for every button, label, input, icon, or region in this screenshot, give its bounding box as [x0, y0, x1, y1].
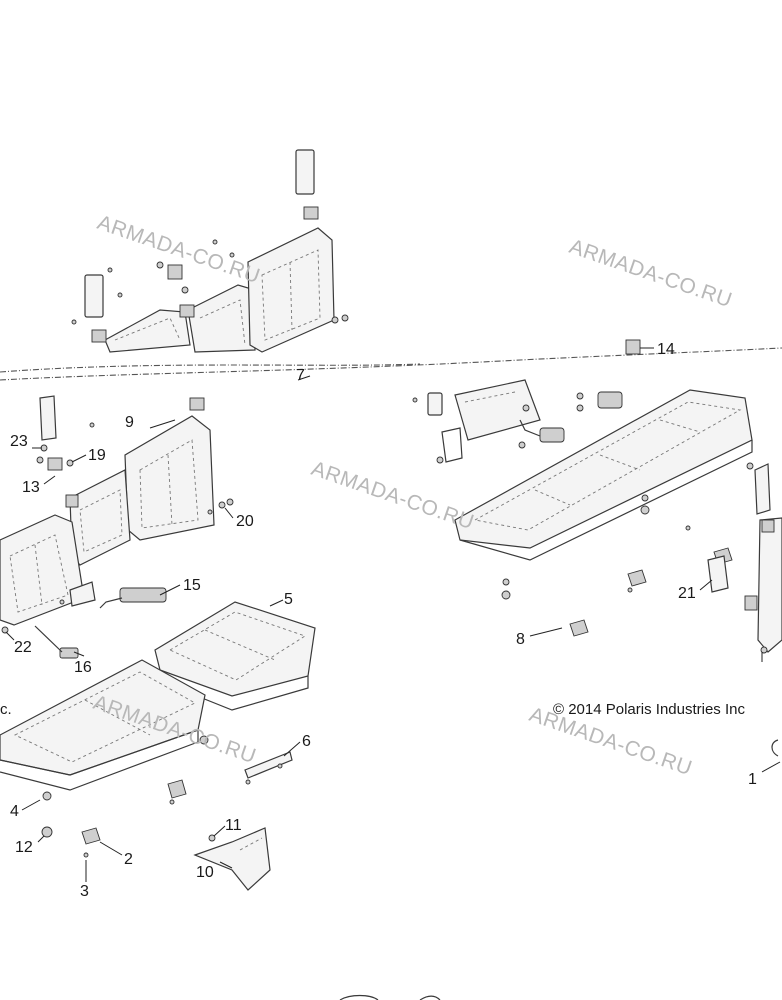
callout-3: 3 — [80, 883, 89, 900]
callout-16: 16 — [74, 659, 92, 676]
watermark-2: ARMADA-CO.RU — [566, 235, 735, 312]
right-bench-seat — [454, 379, 753, 561]
copyright-fragment: c. — [0, 701, 12, 718]
callout-15: 15 — [183, 577, 201, 594]
callout-20: 21 — [678, 585, 696, 602]
callout-1: 1 — [748, 771, 757, 788]
callout-10: 10 — [196, 864, 214, 881]
callout-18: 19 — [88, 447, 106, 464]
leader-lines — [5, 347, 781, 882]
watermark-3: ARMADA-CO.RU — [308, 457, 477, 534]
callout-19: 20 — [236, 513, 254, 530]
upper-seat-hardware — [71, 149, 349, 343]
callout-8: 8 — [516, 631, 525, 648]
callout-14: 14 — [657, 341, 675, 358]
callout-6: 6 — [302, 733, 311, 750]
callout-7: 7 — [296, 367, 305, 384]
section-divider — [0, 347, 782, 381]
callout-9: 9 — [125, 414, 134, 431]
bottom-fragment — [339, 994, 441, 1000]
callout-4: 4 — [10, 803, 19, 820]
callouts: 7 9 23 19 13 20 15 5 22 16 6 4 11 12 2 1… — [10, 341, 757, 900]
mid-seat-back — [0, 415, 215, 626]
callout-12: 12 — [15, 839, 33, 856]
callout-13: 13 — [22, 479, 40, 496]
seat-bottom-4 — [0, 659, 206, 791]
lower-left-hardware — [41, 735, 293, 891]
callout-2: 2 — [124, 851, 133, 868]
copyright-text: © 2014 Polaris Industries Inc — [553, 701, 745, 718]
callout-11: 11 — [225, 817, 242, 834]
callout-5: 5 — [284, 591, 293, 608]
callout-22: 23 — [10, 433, 28, 450]
right-hardware — [412, 339, 782, 757]
mid-seat-hardware — [1, 395, 234, 659]
upper-seat-back — [104, 227, 335, 353]
callout-21: 22 — [14, 639, 32, 656]
